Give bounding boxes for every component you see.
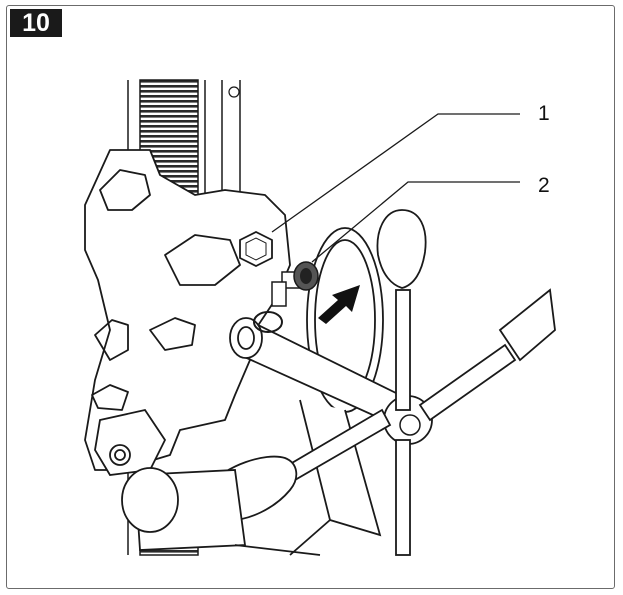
- push-arrow: [318, 285, 360, 324]
- callout-label-1: 1: [538, 102, 550, 125]
- figure-number-badge: 10: [10, 9, 62, 37]
- figure-frame: [6, 5, 615, 589]
- carriage-housing: [84, 149, 291, 471]
- hex-bolt: [239, 230, 273, 268]
- feed-wheel: [289, 227, 384, 556]
- callout-label-2: 2: [538, 174, 550, 197]
- handle-right: [418, 288, 556, 422]
- set-screw: [271, 261, 319, 307]
- handle-vertical: [376, 209, 427, 556]
- leader-lines: [271, 113, 520, 263]
- lower-clamp: [94, 408, 321, 556]
